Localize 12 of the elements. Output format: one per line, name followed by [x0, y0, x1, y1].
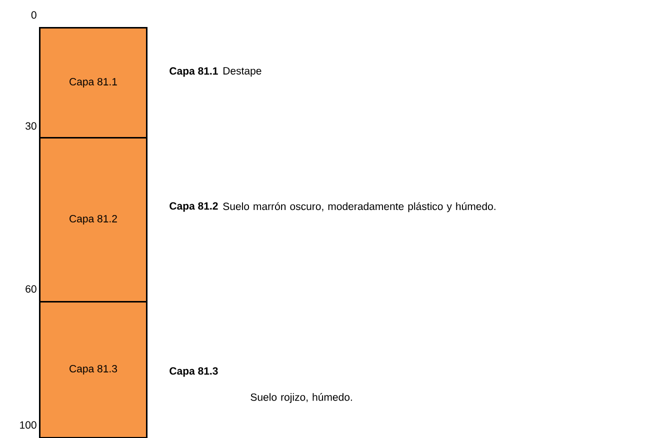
- layer-description: Destape: [224, 67, 262, 77]
- depth-label: 0: [31, 11, 36, 19]
- layer-description: Suelo marrón oscuro, moderadamente plástico y húmedo.: [223, 202, 496, 212]
- depth-label: 60: [26, 285, 36, 293]
- soil-layer-box: Capa 81.3: [39, 301, 148, 438]
- soil-layer-box: Capa 81.2: [39, 137, 148, 302]
- layer-description: Suelo rojizo, húmedo.: [250, 393, 352, 403]
- layer-name: Capa 81.2: [170, 202, 218, 212]
- soil-layer-box: Capa 81.1: [39, 27, 148, 138]
- layer-name: Capa 81.1: [170, 67, 218, 77]
- depth-label: 30: [26, 122, 36, 130]
- layer-name: Capa 81.3: [170, 367, 218, 377]
